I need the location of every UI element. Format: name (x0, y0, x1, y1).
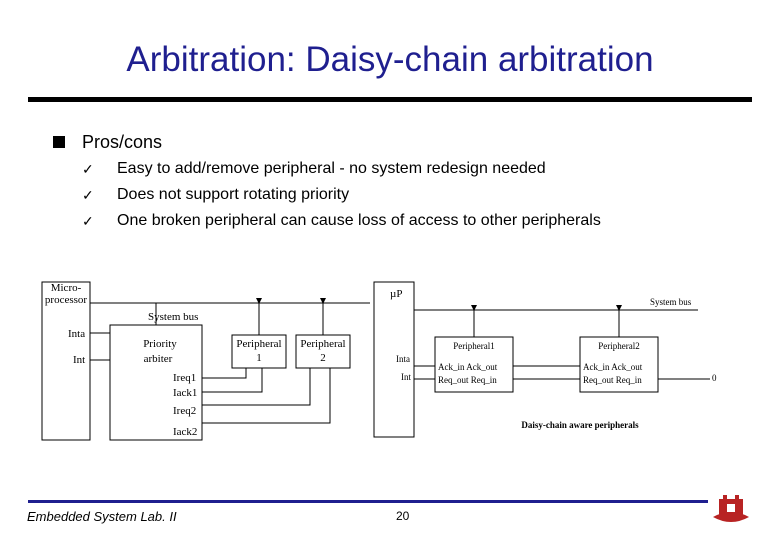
sub-bullet-2: Does not support rotating priority (117, 186, 350, 203)
system-bus-label: System bus (148, 311, 198, 323)
footer-course: Embedded System Lab. II (27, 509, 177, 524)
ireq1-label: Ireq1 (173, 372, 196, 384)
daisy-p2-req: Req_out Req_in (583, 375, 642, 385)
daisy-p1-req: Req_out Req_in (438, 375, 497, 385)
ireq2-label: Ireq2 (173, 405, 196, 417)
zero-label: 0 (712, 373, 717, 383)
micro-label-1: Micro- (51, 282, 82, 294)
micro-label-2: processor (45, 294, 87, 306)
square-bullet-icon (53, 136, 65, 148)
slide-title: Arbitration: Daisy-chain arbitration (126, 40, 654, 79)
priority-label-2: arbiter (144, 353, 173, 365)
microprocessor-box (41, 281, 91, 441)
inta-label: Inta (68, 328, 85, 340)
daisy-p1-label: Peripheral1 (453, 341, 494, 351)
ireq1-wire (202, 368, 247, 379)
footer-rule (28, 500, 708, 503)
check-icon: ✓ (82, 161, 94, 177)
daisy-p2-ack: Ack_in Ack_out (583, 362, 643, 372)
iack1-wire (202, 368, 263, 393)
right-system-bus-label: System bus (650, 297, 692, 307)
title-rule (28, 97, 752, 102)
p2-label-2: 2 (320, 352, 326, 364)
daisy-p2-label: Peripheral2 (598, 341, 639, 351)
right-inta-label: Inta (396, 354, 410, 364)
p2-label-1: Peripheral (300, 338, 345, 350)
up-label: µP (390, 288, 402, 300)
sub-bullet-1: Easy to add/remove peripheral - no syste… (117, 160, 546, 177)
sub-bullet-3: One broken peripheral can cause loss of … (117, 212, 601, 229)
iack2-label: Iack2 (173, 426, 197, 438)
priority-label-1: Priority (143, 338, 177, 350)
check-icon: ✓ (82, 187, 94, 203)
daisy-caption: Daisy-chain aware peripherals (521, 420, 639, 430)
iack2-wire (202, 368, 331, 424)
ireq2-wire (202, 368, 311, 406)
daisy-p1-ack: Ack_in Ack_out (438, 362, 498, 372)
university-logo-icon (713, 495, 749, 522)
up-box (373, 281, 415, 438)
right-int-label: Int (401, 372, 411, 382)
page-number: 20 (396, 509, 410, 523)
check-icon: ✓ (82, 213, 94, 229)
p1-label-1: Peripheral (236, 338, 281, 350)
bullet-pros-cons: Pros/cons (82, 132, 163, 152)
p1-label-2: 1 (256, 352, 262, 364)
iack1-label: Iack1 (173, 387, 197, 399)
int-label: Int (73, 354, 85, 366)
